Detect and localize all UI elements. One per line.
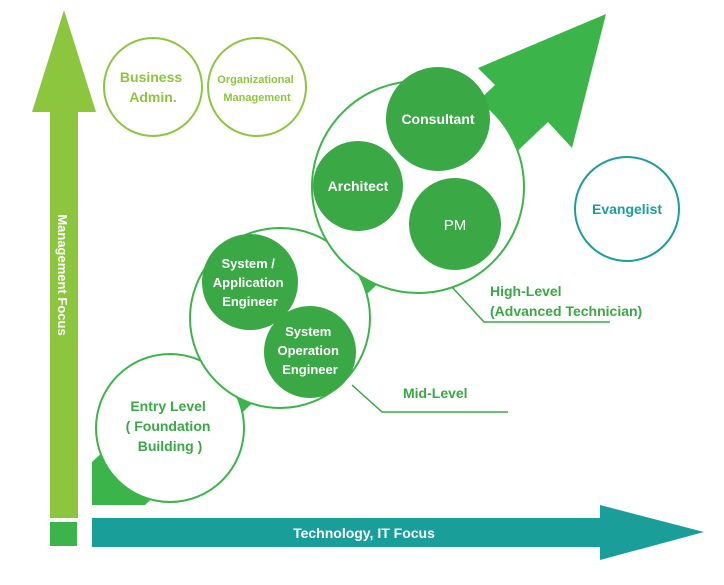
high-level-label: High-Level (Advanced Technician) <box>490 283 642 319</box>
mid-level-callout-line <box>351 384 508 413</box>
mid-level-label: Mid-Level <box>403 385 468 401</box>
technology-axis-label: Technology, IT Focus <box>293 525 435 541</box>
consultant-label: Consultant <box>401 111 474 127</box>
organizational-management-circle <box>207 37 307 137</box>
entry-level-label: Entry Level ( Foundation Building ) <box>126 398 215 454</box>
system-operation-engineer-label: System Operation Engineer <box>277 324 342 377</box>
management-axis-label: Management Focus <box>55 214 70 335</box>
pm-circle <box>409 178 501 270</box>
consultant-circle <box>386 67 490 171</box>
business-admin-label: Business Admin. <box>120 69 186 105</box>
system-application-engineer-circle <box>202 234 298 330</box>
architect-circle <box>313 141 403 231</box>
evangelist-label: Evangelist <box>592 201 662 217</box>
evangelist-circle <box>574 156 680 262</box>
origin-square <box>50 522 77 546</box>
high-level-callout-line <box>451 286 610 323</box>
system-application-engineer-label: System / Application Engineer <box>213 256 287 309</box>
technology-axis-arrow <box>92 505 704 560</box>
management-axis-arrow <box>32 10 96 518</box>
architect-label: Architect <box>328 178 389 194</box>
entry-level-circle <box>95 353 245 503</box>
system-operation-engineer-circle <box>264 306 356 398</box>
organizational-management-label: Organizational Management <box>217 74 296 104</box>
pm-label: PM <box>444 217 467 234</box>
business-admin-circle <box>103 37 203 137</box>
